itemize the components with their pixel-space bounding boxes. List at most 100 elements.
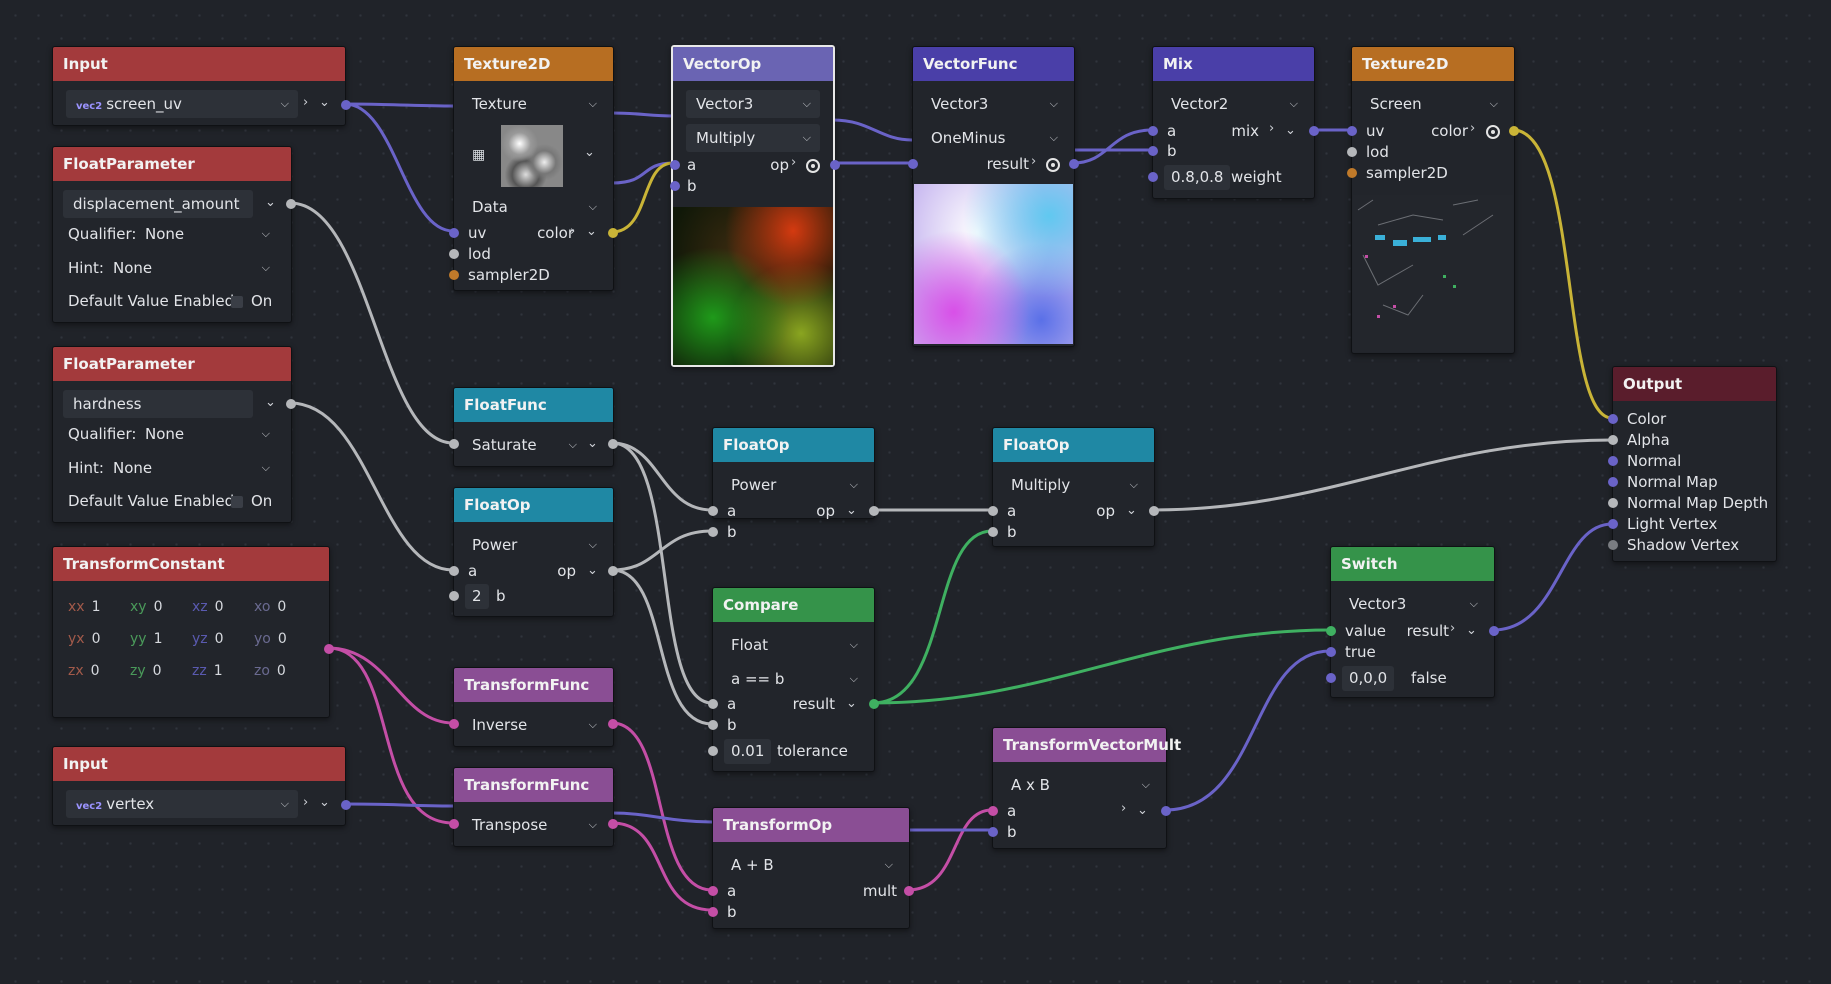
- false-port[interactable]: [1326, 673, 1336, 683]
- op-select[interactable]: Multiply⌵: [686, 124, 820, 152]
- a-port[interactable]: [1148, 126, 1158, 136]
- switch-node[interactable]: Switch Vector3⌵ value result › ⌄ true 0,…: [1326, 546, 1499, 698]
- a-port[interactable]: [708, 699, 718, 709]
- lod-port[interactable]: [449, 249, 459, 259]
- output-input-port[interactable]: [1608, 498, 1618, 508]
- source-select[interactable]: Screen⌵: [1360, 90, 1507, 118]
- floatop-node[interactable]: FloatOp Power⌵ a op ⌄ 2 b: [449, 487, 618, 617]
- expand-icon[interactable]: ⌄: [265, 195, 276, 210]
- output-port[interactable]: [904, 886, 914, 896]
- output-input-port[interactable]: [1608, 456, 1618, 466]
- expand-icon[interactable]: ⌄: [1137, 803, 1148, 818]
- expand-icon[interactable]: ⌄: [265, 395, 276, 410]
- texture-picker-icon[interactable]: ▦: [472, 147, 486, 163]
- type-select[interactable]: Vector3⌵: [921, 90, 1067, 118]
- preview-toggle-icon[interactable]: [806, 159, 820, 173]
- qualifier-select[interactable]: None⌵: [135, 220, 279, 248]
- func-select[interactable]: Saturate⌵: [462, 431, 586, 459]
- floatop-node[interactable]: FloatOp Multiply⌵ a op ⌄ b: [988, 427, 1159, 547]
- matrix-value[interactable]: 0: [90, 663, 100, 679]
- matrix-value[interactable]: 0: [277, 631, 287, 647]
- floatfunc-node[interactable]: FloatFunc Saturate⌵ ⌄: [449, 387, 618, 467]
- default-value-checkbox[interactable]: On: [231, 290, 272, 312]
- op-select[interactable]: Power⌵: [721, 471, 867, 499]
- vectorfunc-node[interactable]: VectorFunc Vector3⌵ OneMinus⌵ result ›: [908, 46, 1079, 347]
- output-input-port[interactable]: [1608, 414, 1618, 424]
- output-input-port[interactable]: [1608, 540, 1618, 550]
- func-select[interactable]: a == b⌵: [721, 665, 867, 693]
- b-port[interactable]: [708, 527, 718, 537]
- a-port[interactable]: [988, 806, 998, 816]
- texture2d-screen-node[interactable]: Texture2D Screen⌵ uv color › lod sampler…: [1347, 46, 1519, 354]
- output-port[interactable]: [608, 719, 618, 729]
- tolerance-value-field[interactable]: 0.01: [724, 739, 772, 764]
- a-port[interactable]: [708, 886, 718, 896]
- b-port[interactable]: [988, 527, 998, 537]
- op-select[interactable]: A x B⌵: [1001, 771, 1159, 799]
- output-port[interactable]: [608, 819, 618, 829]
- expand-icon[interactable]: ⌄: [587, 436, 598, 451]
- output-port[interactable]: [608, 439, 618, 449]
- output-port[interactable]: [869, 506, 879, 516]
- matrix-value[interactable]: 0: [276, 663, 286, 679]
- texture-preview[interactable]: [501, 125, 563, 187]
- tolerance-port[interactable]: [708, 746, 718, 756]
- hint-select[interactable]: None⌵: [103, 454, 279, 482]
- uv-port[interactable]: [1347, 126, 1357, 136]
- expand-icon[interactable]: ⌄: [319, 95, 330, 110]
- input-port[interactable]: [449, 719, 459, 729]
- output-port[interactable]: [324, 644, 334, 654]
- qualifier-select[interactable]: None⌵: [135, 420, 279, 448]
- input-port[interactable]: [449, 439, 459, 449]
- output-port[interactable]: [286, 199, 296, 209]
- matrix-value[interactable]: 1: [213, 663, 223, 679]
- b-port[interactable]: [708, 720, 718, 730]
- parameter-name-field[interactable]: displacement_amount: [63, 190, 253, 218]
- float-parameter-node[interactable]: FloatParameter hardness ⌄ Qualifier: Non…: [52, 346, 296, 523]
- b-port[interactable]: [1148, 146, 1158, 156]
- matrix-value[interactable]: 0: [152, 663, 162, 679]
- output-port[interactable]: [1069, 159, 1079, 169]
- matrix-value[interactable]: 1: [153, 631, 163, 647]
- a-port[interactable]: [670, 160, 680, 170]
- uv-port[interactable]: [449, 228, 459, 238]
- b-port[interactable]: [708, 907, 718, 917]
- output-port[interactable]: [341, 100, 351, 110]
- weight-port[interactable]: [1148, 172, 1158, 182]
- color-output-port[interactable]: [1509, 126, 1519, 136]
- expand-icon[interactable]: ⌄: [846, 696, 857, 711]
- transformop-node[interactable]: TransformOp A + B⌵ a mult b: [708, 807, 914, 929]
- type-select[interactable]: Float⌵: [721, 631, 867, 659]
- vectorop-node[interactable]: VectorOp Vector3⌵ Multiply⌵ a op › b: [670, 45, 840, 367]
- expand-icon[interactable]: ⌄: [846, 503, 857, 518]
- sampler-port[interactable]: [449, 270, 459, 280]
- type-select[interactable]: Data⌵: [462, 193, 606, 221]
- hint-select[interactable]: None⌵: [103, 254, 279, 282]
- output-port[interactable]: [286, 399, 296, 409]
- output-input-port[interactable]: [1608, 519, 1618, 529]
- output-port[interactable]: [1161, 806, 1171, 816]
- op-select[interactable]: A + B⌵: [721, 851, 902, 879]
- b-port[interactable]: [988, 827, 998, 837]
- mix-node[interactable]: Mix Vector2⌵ a mix › ⌄ b 0.8,0.8 weight: [1148, 46, 1319, 199]
- source-select[interactable]: Texture⌵: [462, 90, 606, 118]
- false-value-field[interactable]: 0,0,0: [1342, 666, 1395, 691]
- color-output-port[interactable]: [608, 228, 618, 238]
- transformfunc-node-transpose[interactable]: TransformFunc Transpose⌵: [449, 767, 618, 847]
- expand-icon[interactable]: ⌄: [1466, 623, 1477, 638]
- matrix-value[interactable]: 0: [277, 599, 287, 615]
- expand-icon[interactable]: ⌄: [586, 224, 597, 239]
- b-port[interactable]: [670, 181, 680, 191]
- a-port[interactable]: [988, 506, 998, 516]
